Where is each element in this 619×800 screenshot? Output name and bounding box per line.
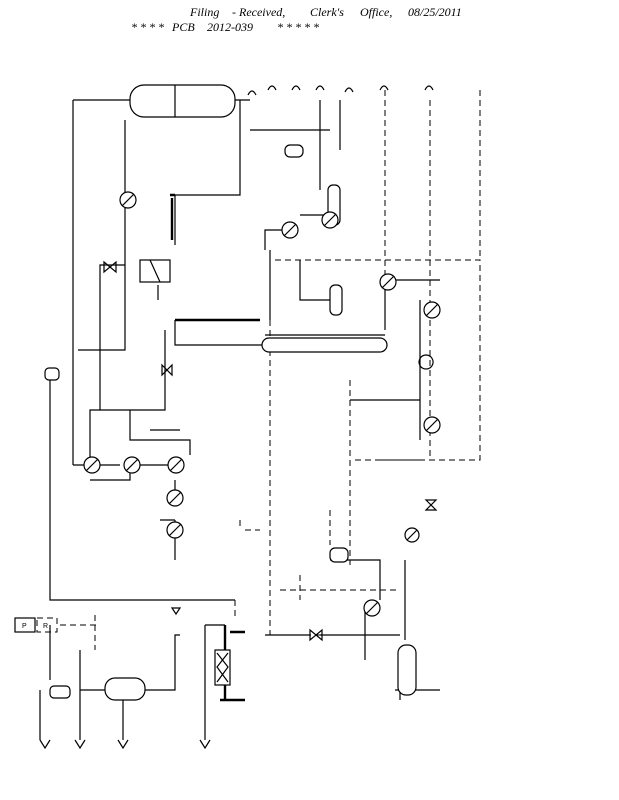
knockout-drum <box>44 367 60 381</box>
piping-lines <box>39 90 481 740</box>
horizontal-vessel <box>261 337 388 353</box>
exchanger-icon <box>166 489 184 507</box>
header-stars-right: * * * * * <box>277 20 319 34</box>
air-cooler <box>214 649 231 686</box>
valve-icon <box>161 363 173 377</box>
exchanger-icon <box>119 191 137 209</box>
exchanger-icon <box>166 521 184 539</box>
header-received: - Received, <box>232 5 286 19</box>
header-docket-number: 2012-039 <box>207 20 253 34</box>
pump-icon <box>418 354 434 370</box>
exchanger-icon <box>379 273 397 291</box>
heat-exchangers <box>83 191 441 617</box>
vertical-vessel-2 <box>329 284 343 316</box>
small-drum-left <box>49 685 71 699</box>
exchanger-icon <box>321 211 339 229</box>
box-p <box>14 617 36 633</box>
vent-symbols <box>39 85 434 750</box>
overhead-drum <box>129 84 236 118</box>
box-r <box>36 617 58 633</box>
feed-drum <box>104 677 146 701</box>
valves <box>103 260 438 642</box>
exchanger-icon <box>423 416 441 434</box>
box-r-label: R <box>43 623 48 630</box>
header-docket: PCB <box>172 20 195 34</box>
valve-icon <box>170 607 182 616</box>
bottom-right-vessel <box>397 644 417 696</box>
exchanger-icon <box>281 221 299 239</box>
exchanger-icon <box>167 456 185 474</box>
valve-icon <box>309 628 323 642</box>
exchanger-icon <box>423 301 441 319</box>
header-stars-left: * * * * <box>131 20 164 34</box>
exchanger-icon <box>404 527 420 543</box>
exchanger-icon <box>363 599 381 617</box>
small-drum <box>284 144 304 158</box>
header-date: 08/25/2011 <box>408 5 462 19</box>
header-clerks: Clerk's <box>310 5 344 19</box>
header-office: Office, <box>360 5 393 19</box>
header-filing: Filing <box>190 5 220 19</box>
valve-icon <box>103 260 117 274</box>
exchanger-icon <box>83 456 101 474</box>
box-p-label: P <box>22 623 27 630</box>
equipment: P R <box>14 84 417 701</box>
small-receiver <box>329 547 349 563</box>
exchanger-icon <box>123 456 141 474</box>
valve-icon <box>424 499 438 511</box>
